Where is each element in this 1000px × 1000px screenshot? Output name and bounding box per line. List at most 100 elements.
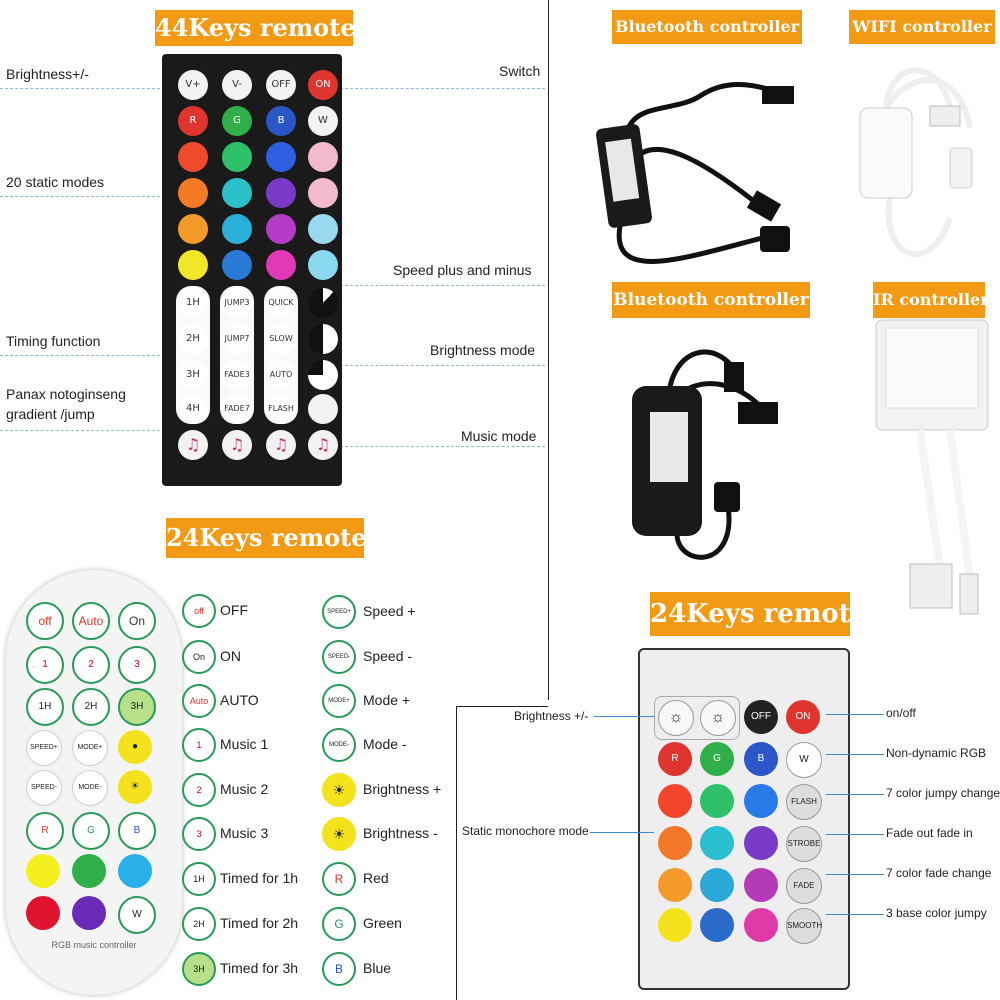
wifi-controller-image	[859, 67, 973, 258]
color-key[interactable]	[308, 178, 338, 208]
bluetooth-controller-image	[596, 81, 794, 264]
brightness-down-icon[interactable]: ☼	[700, 700, 736, 736]
color-key[interactable]	[266, 142, 296, 172]
legend-text: Music 3	[220, 825, 269, 841]
key-w[interactable]: W	[118, 896, 156, 934]
color-key[interactable]	[308, 142, 338, 172]
key-smooth[interactable]: SMOOTH	[786, 908, 822, 944]
timer-2h-icon[interactable]: 2H	[72, 688, 110, 726]
key-auto[interactable]: Auto	[72, 602, 110, 640]
color-key[interactable]	[700, 908, 734, 942]
key-fade7[interactable]: FADE7	[222, 394, 252, 424]
key-g[interactable]: G	[72, 812, 110, 850]
music-1-icon[interactable]: ♫	[178, 430, 208, 460]
color-key[interactable]	[26, 896, 60, 930]
key-slow[interactable]: SLOW	[266, 324, 296, 354]
brightness-level-3-icon[interactable]	[308, 360, 338, 390]
key-w[interactable]: W	[308, 106, 338, 136]
key-flash[interactable]: FLASH	[266, 394, 296, 424]
guide-line	[335, 446, 545, 447]
key-1h[interactable]: 1H	[178, 288, 208, 318]
key-fade[interactable]: FADE	[786, 868, 822, 904]
color-key[interactable]	[178, 250, 208, 280]
key-speed-minus[interactable]: SPEED-	[26, 770, 62, 806]
color-key[interactable]	[658, 868, 692, 902]
music-3-icon[interactable]: ♫	[266, 430, 296, 460]
music-3-icon[interactable]: 3	[118, 646, 156, 684]
legend-icon: off	[182, 594, 216, 628]
color-key[interactable]	[744, 784, 778, 818]
color-key[interactable]	[744, 868, 778, 902]
legend-icon: 2H	[182, 907, 216, 941]
color-key[interactable]	[700, 868, 734, 902]
key-g[interactable]: G	[700, 742, 734, 776]
key-b[interactable]: B	[266, 106, 296, 136]
brightness-level-1-icon[interactable]	[308, 288, 338, 318]
color-key[interactable]	[744, 908, 778, 942]
brightness-group	[654, 696, 740, 740]
key-off[interactable]: OFF	[266, 70, 296, 100]
key-speed-plus[interactable]: SPEED+	[26, 730, 62, 766]
color-key[interactable]	[222, 250, 252, 280]
key-off[interactable]: off	[26, 602, 64, 640]
color-key[interactable]	[266, 250, 296, 280]
key-off[interactable]: OFF	[744, 700, 778, 734]
key-3h[interactable]: 3H	[178, 360, 208, 390]
color-key[interactable]	[658, 908, 692, 942]
key-4h[interactable]: 4H	[178, 394, 208, 424]
brightness-level-2-icon[interactable]	[308, 324, 338, 354]
color-key[interactable]	[178, 142, 208, 172]
color-key[interactable]	[178, 214, 208, 244]
music-2-icon[interactable]: 2	[72, 646, 110, 684]
color-key[interactable]	[266, 214, 296, 244]
color-key[interactable]	[744, 826, 778, 860]
music-2-icon[interactable]: ♫	[222, 430, 252, 460]
key-mode-plus[interactable]: MODE+	[72, 730, 108, 766]
key-jump7[interactable]: JUMP7	[222, 324, 252, 354]
brightness-level-4-icon[interactable]	[308, 394, 338, 424]
timer-1h-icon[interactable]: 1H	[26, 688, 64, 726]
color-key[interactable]	[700, 784, 734, 818]
legend-text: Timed for 3h	[220, 960, 299, 976]
color-key[interactable]	[118, 854, 152, 888]
brightness-minus-icon[interactable]: ☀	[118, 770, 152, 804]
color-key[interactable]	[308, 250, 338, 280]
color-key[interactable]	[72, 854, 106, 888]
key-v-plus[interactable]: V+	[178, 70, 208, 100]
key-auto[interactable]: AUTO	[266, 360, 296, 390]
color-key[interactable]	[72, 896, 106, 930]
key-w[interactable]: W	[786, 742, 822, 778]
color-key[interactable]	[308, 214, 338, 244]
color-key[interactable]	[222, 214, 252, 244]
key-on[interactable]: ON	[308, 70, 338, 100]
key-r[interactable]: R	[658, 742, 692, 776]
key-strobe[interactable]: STROBE	[786, 826, 822, 862]
key-quick[interactable]: QUICK	[266, 288, 296, 318]
color-key[interactable]	[26, 854, 60, 888]
timer-3h-icon[interactable]: 3H	[118, 688, 156, 726]
key-flash[interactable]: FLASH	[786, 784, 822, 820]
key-on[interactable]: On	[118, 602, 156, 640]
key-r[interactable]: R	[178, 106, 208, 136]
key-b[interactable]: B	[744, 742, 778, 776]
key-b[interactable]: B	[118, 812, 156, 850]
key-2h[interactable]: 2H	[178, 324, 208, 354]
key-g[interactable]: G	[222, 106, 252, 136]
key-mode-minus[interactable]: MODE-	[72, 770, 108, 806]
key-jump3[interactable]: JUMP3	[222, 288, 252, 318]
brightness-plus-icon[interactable]: ●	[118, 730, 152, 764]
key-on[interactable]: ON	[786, 700, 820, 734]
key-r[interactable]: R	[26, 812, 64, 850]
color-key[interactable]	[222, 142, 252, 172]
color-key[interactable]	[178, 178, 208, 208]
color-key[interactable]	[266, 178, 296, 208]
music-4-icon[interactable]: ♫	[308, 430, 338, 460]
music-1-icon[interactable]: 1	[26, 646, 64, 684]
brightness-up-icon[interactable]: ☼	[658, 700, 694, 736]
color-key[interactable]	[222, 178, 252, 208]
color-key[interactable]	[700, 826, 734, 860]
key-fade3[interactable]: FADE3	[222, 360, 252, 390]
color-key[interactable]	[658, 826, 692, 860]
key-v-minus[interactable]: V-	[222, 70, 252, 100]
color-key[interactable]	[658, 784, 692, 818]
